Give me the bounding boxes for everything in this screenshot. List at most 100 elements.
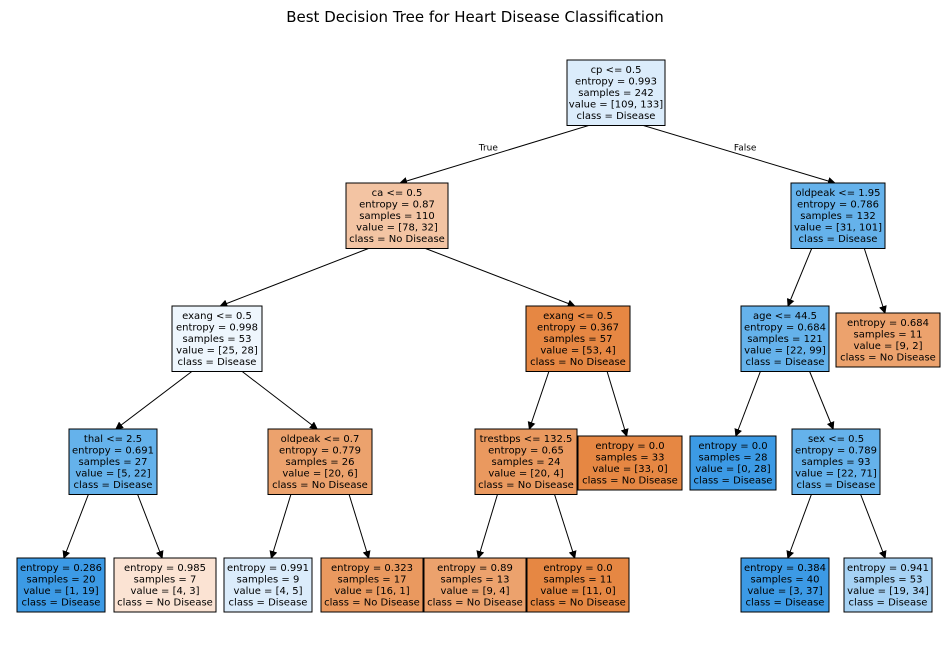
node-text-line: cp <= 0.5 <box>591 65 642 76</box>
node-text-line: samples = 7 <box>134 575 197 586</box>
node-text-line: class = Disease <box>229 598 308 609</box>
node-text-line: class = Disease <box>577 111 656 122</box>
tree-edge-n0-n14 <box>643 125 836 185</box>
node-text-line: value = [3, 37] <box>747 586 822 597</box>
node-box <box>577 435 683 491</box>
node-text-line: value = [31, 101] <box>794 223 882 234</box>
node-text-line: class = Disease <box>178 357 257 368</box>
tree-edge-n15-n16 <box>734 371 761 437</box>
node-text-line: age <= 44.5 <box>753 311 817 322</box>
node-text-line: oldpeak <= 1.95 <box>795 188 880 199</box>
node-text-line: samples = 33 <box>595 453 664 464</box>
node-text-line: samples = 13 <box>440 575 509 586</box>
node-text-line: value = [78, 32] <box>356 223 438 234</box>
node-text-line: entropy = 0.779 <box>279 446 361 457</box>
node-box <box>740 305 830 372</box>
node-text-line: value = [20, 6] <box>282 469 357 480</box>
node-box <box>689 435 777 491</box>
node-text-line: samples = 20 <box>26 575 95 586</box>
node-text-line: samples = 40 <box>750 575 819 586</box>
node-text-line: value = [9, 4] <box>441 586 510 597</box>
node-text-line: value = [16, 1] <box>334 586 409 597</box>
node-text-line: class = Disease <box>22 598 101 609</box>
tree-edge-n6-n7 <box>269 494 292 559</box>
node-text-line: samples = 26 <box>285 457 354 468</box>
node-box <box>68 428 158 495</box>
node-text-line: entropy = 0.367 <box>537 323 619 334</box>
tree-edge-n6-n8 <box>348 494 371 559</box>
node-text-line: class = Disease <box>746 598 825 609</box>
node-text-line: samples = 110 <box>359 211 434 222</box>
node-text-line: samples = 57 <box>543 334 612 345</box>
node-text-line: thal <= 2.5 <box>84 434 142 445</box>
node-text-line: entropy = 0.65 <box>488 446 564 457</box>
tree-edge-n3-n5 <box>137 494 164 559</box>
node-box <box>835 312 941 368</box>
node-text-line: samples = 121 <box>747 334 822 345</box>
tree-edge-n0-n1 <box>399 125 589 185</box>
node-text-line: value = [53, 4] <box>540 346 615 357</box>
node-text-line: trestbps <= 132.5 <box>480 434 573 445</box>
node-text-line: value = [19, 34] <box>847 586 929 597</box>
tree-edge-n17-n18 <box>786 494 812 559</box>
node-box <box>525 305 631 372</box>
node-text-line: entropy = 0.286 <box>20 563 102 574</box>
node-box <box>526 557 630 613</box>
node-text-line: samples = 93 <box>801 457 870 468</box>
node-text-line: class = No Disease <box>478 480 574 491</box>
node-text-line: samples = 28 <box>698 453 767 464</box>
node-text-line: samples = 132 <box>800 211 875 222</box>
node-text-line: entropy = 0.684 <box>744 323 826 334</box>
node-text-line: value = [5, 22] <box>75 469 150 480</box>
node-box <box>790 182 886 249</box>
tree-edge-n2-n6 <box>241 371 318 430</box>
node-text-line: value = [9, 2] <box>854 341 923 352</box>
node-box <box>740 557 830 613</box>
node-text-line: value = [22, 71] <box>795 469 877 480</box>
node-text-line: class = No Disease <box>324 598 420 609</box>
node-text-line: entropy = 0.0 <box>698 441 767 452</box>
node-box <box>791 428 881 495</box>
node-box <box>113 557 217 613</box>
node-text-line: oldpeak <= 0.7 <box>281 434 360 445</box>
node-text-line: class = No Disease <box>349 234 445 245</box>
edge-label-left: True <box>478 143 499 153</box>
node-text-line: entropy = 0.789 <box>795 446 877 457</box>
node-text-line: entropy = 0.941 <box>847 563 929 574</box>
tree-edge-n2-n3 <box>115 371 193 430</box>
node-box <box>566 59 666 126</box>
tree-edge-n14-n15 <box>786 248 813 307</box>
tree-edge-n3-n4 <box>62 494 89 559</box>
node-text-line: entropy = 0.89 <box>437 563 513 574</box>
node-text-line: entropy = 0.384 <box>744 563 826 574</box>
node-text-line: class = Disease <box>849 598 928 609</box>
node-text-line: value = [1, 19] <box>23 586 98 597</box>
node-text-line: class = No Disease <box>582 476 678 487</box>
node-text-line: entropy = 0.691 <box>72 446 154 457</box>
node-text-line: ca <= 0.5 <box>372 188 423 199</box>
node-text-line: class = Disease <box>746 357 825 368</box>
tree-edge-n1-n2 <box>219 248 369 308</box>
node-text-line: class = Disease <box>74 480 153 491</box>
node-box <box>423 557 527 613</box>
node-text-line: value = [20, 4] <box>488 469 563 480</box>
node-text-line: samples = 9 <box>237 575 300 586</box>
node-box <box>843 557 933 613</box>
node-box <box>16 557 106 613</box>
